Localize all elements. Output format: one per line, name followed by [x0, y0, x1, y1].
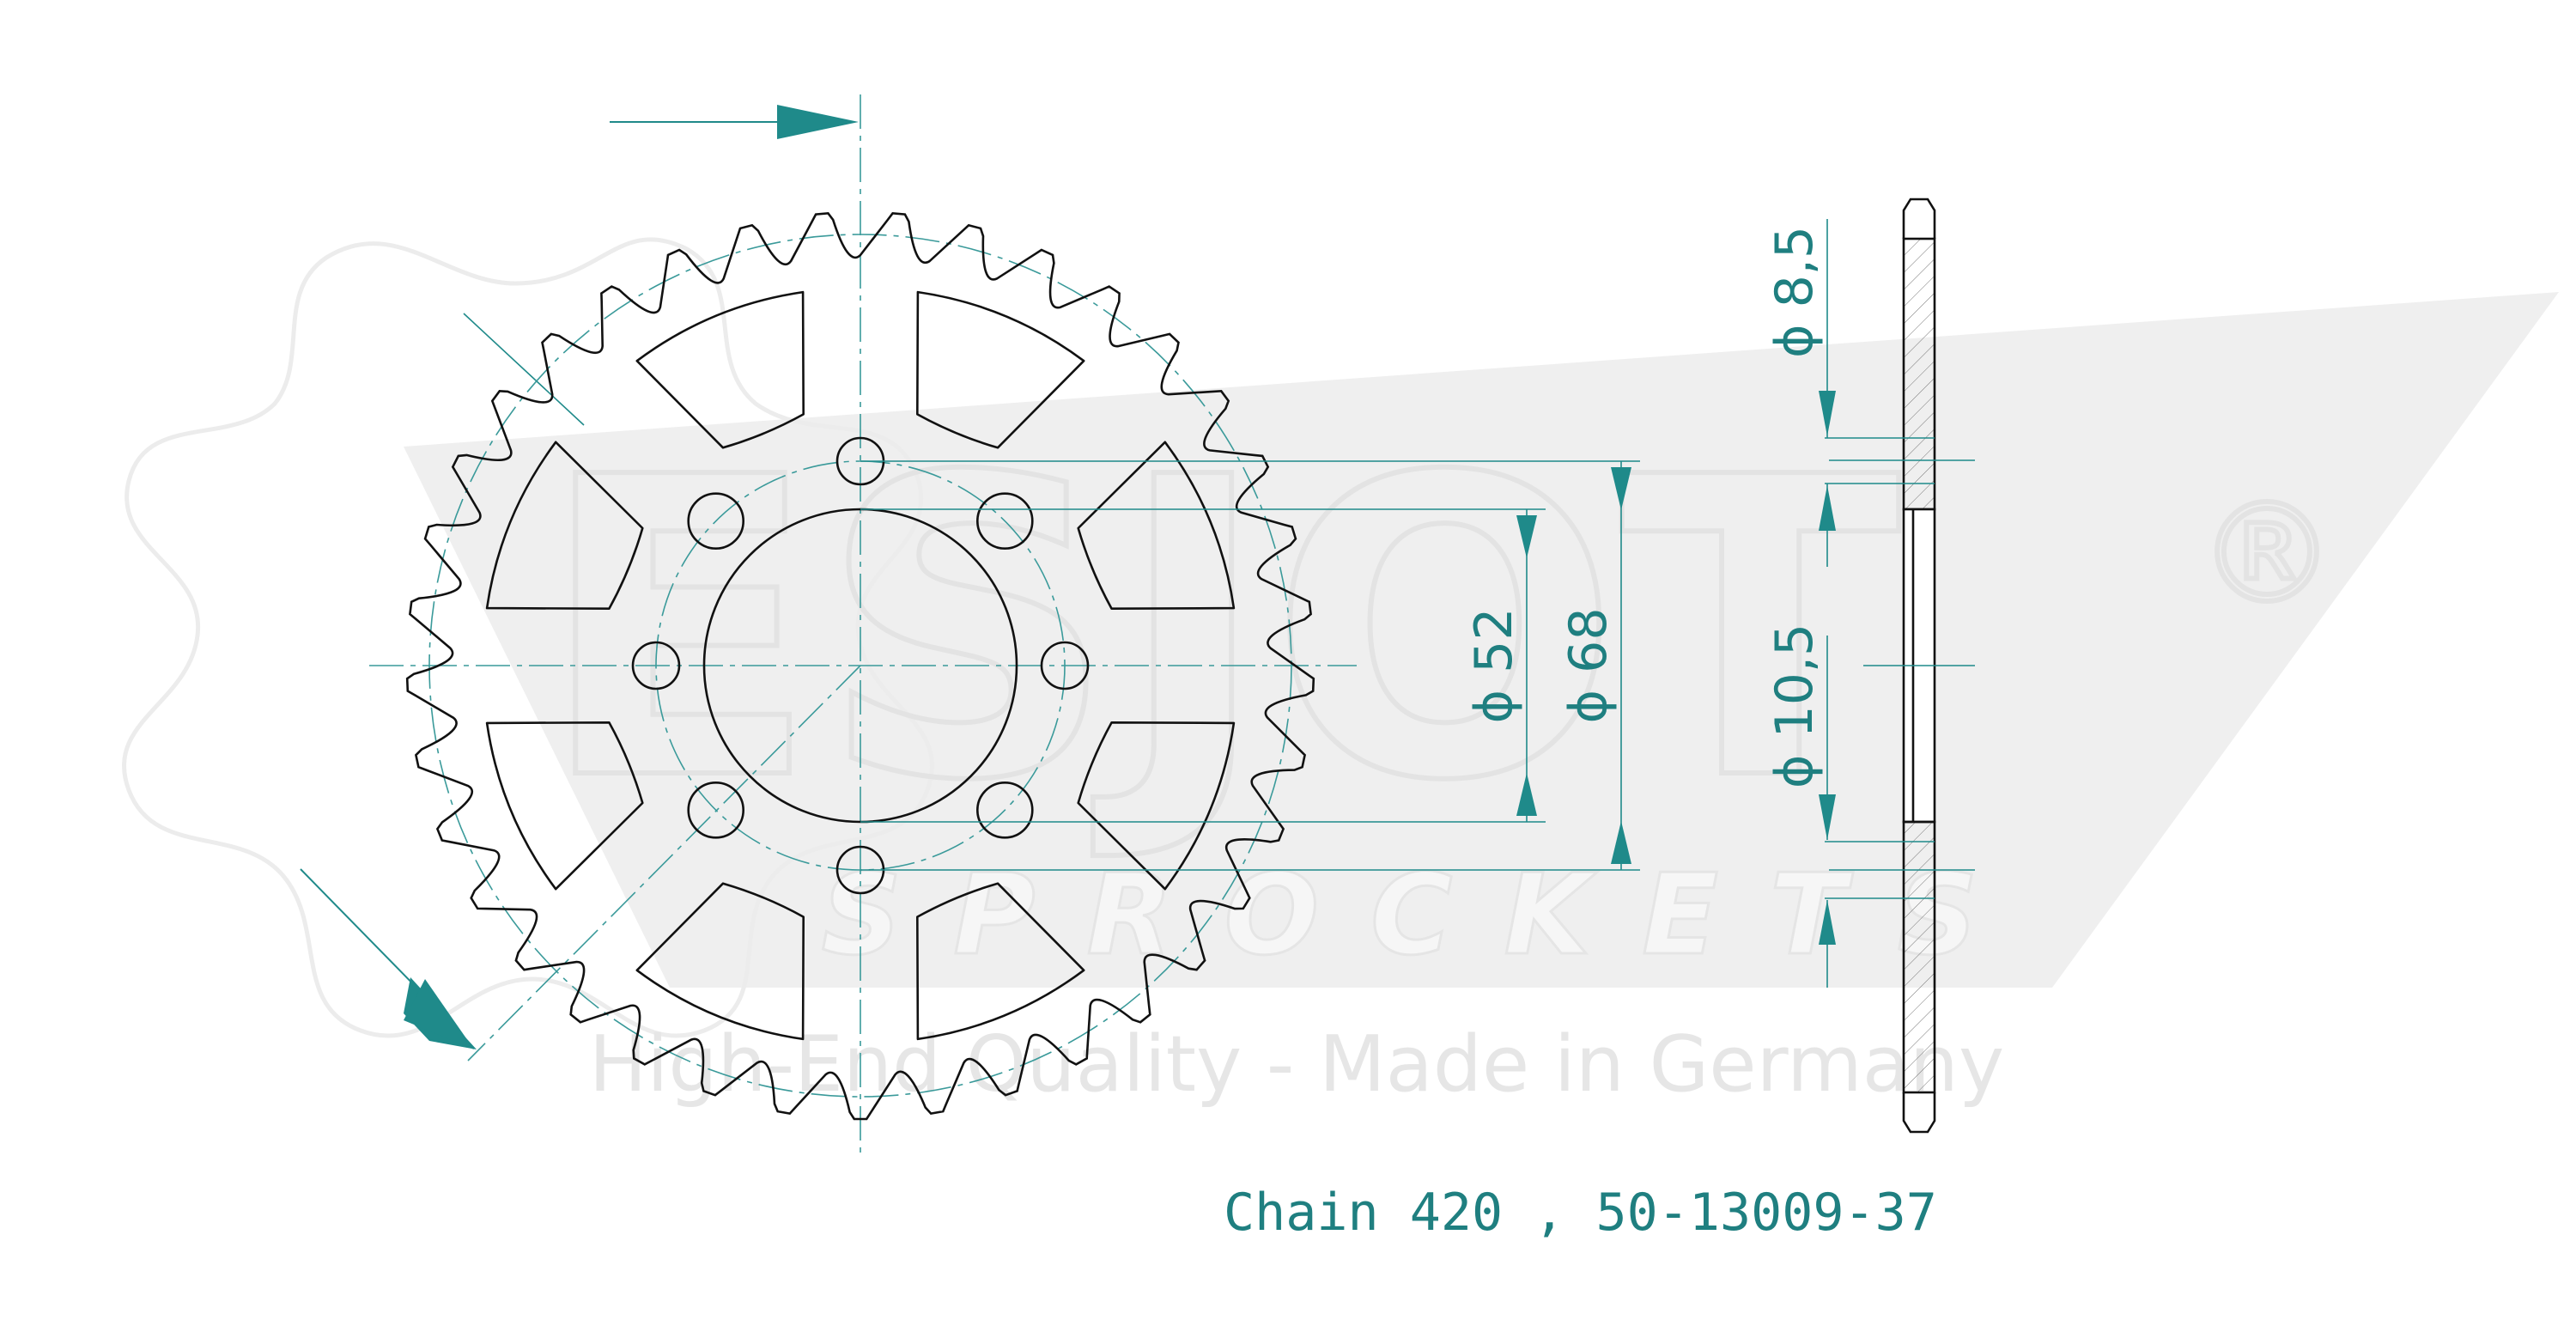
lightening-window	[1077, 441, 1236, 610]
bolt-hole	[687, 781, 745, 839]
bolt-hole	[1040, 641, 1090, 690]
bolt-hole	[687, 492, 745, 550]
view-arrow-top	[610, 105, 859, 139]
centerline-diagonal-upper	[463, 313, 585, 426]
watermark-swoosh	[404, 292, 2559, 988]
sprocket-side-view: ϕ 8,5 ϕ 10,5	[1765, 198, 1975, 1134]
sprocket-front-view: ϕ 52 ϕ 68	[300, 94, 1640, 1159]
dimension-d105-label: ϕ 10,5	[1765, 623, 1825, 788]
lightening-window	[635, 290, 805, 449]
dimension-d85-label: ϕ 8,5	[1765, 226, 1825, 358]
side-lower-section	[1902, 820, 1936, 1094]
lightening-window	[916, 882, 1085, 1041]
side-upper-tip	[1902, 198, 1936, 239]
centerline-diagonal-lower	[467, 665, 861, 1061]
watermark: ESJOT ® SPROCKETS High-End Quality - Mad…	[121, 237, 2559, 1110]
dimension-d52-label: ϕ 52	[1464, 608, 1524, 724]
bolt-hole	[976, 492, 1034, 550]
lightening-window	[485, 441, 644, 610]
bolt-holes	[631, 436, 1090, 895]
watermark-registered: ®	[2198, 473, 2336, 634]
lightening-window	[485, 721, 644, 891]
dimension-d52: ϕ 52	[860, 508, 1546, 823]
lightening-window	[916, 290, 1085, 449]
watermark-gear-outline	[121, 237, 935, 1038]
lightening-windows	[485, 290, 1236, 1041]
watermark-tagline: High-End Quality - Made in Germany	[589, 1019, 2004, 1110]
side-upper-section	[1902, 237, 1936, 511]
dimension-d68: ϕ 68	[860, 460, 1640, 871]
bolt-hole	[631, 641, 681, 690]
view-arrow-bottom-left	[300, 868, 477, 1049]
dimension-d105: ϕ 10,5	[1765, 623, 1935, 988]
part-caption: Chain 420 , 50-13009-37	[1224, 1183, 1937, 1243]
lightening-window	[1077, 721, 1236, 891]
bolt-hole	[976, 781, 1034, 839]
dimension-d85: ϕ 8,5	[1765, 219, 1935, 567]
side-lower-tip	[1902, 1092, 1936, 1134]
watermark-brand: ESJOT	[538, 391, 1903, 871]
lightening-window	[635, 882, 805, 1041]
dimension-d68-label: ϕ 68	[1558, 608, 1619, 724]
pitch-circle	[428, 234, 1292, 1098]
watermark-subline: SPROCKETS	[822, 849, 2030, 980]
